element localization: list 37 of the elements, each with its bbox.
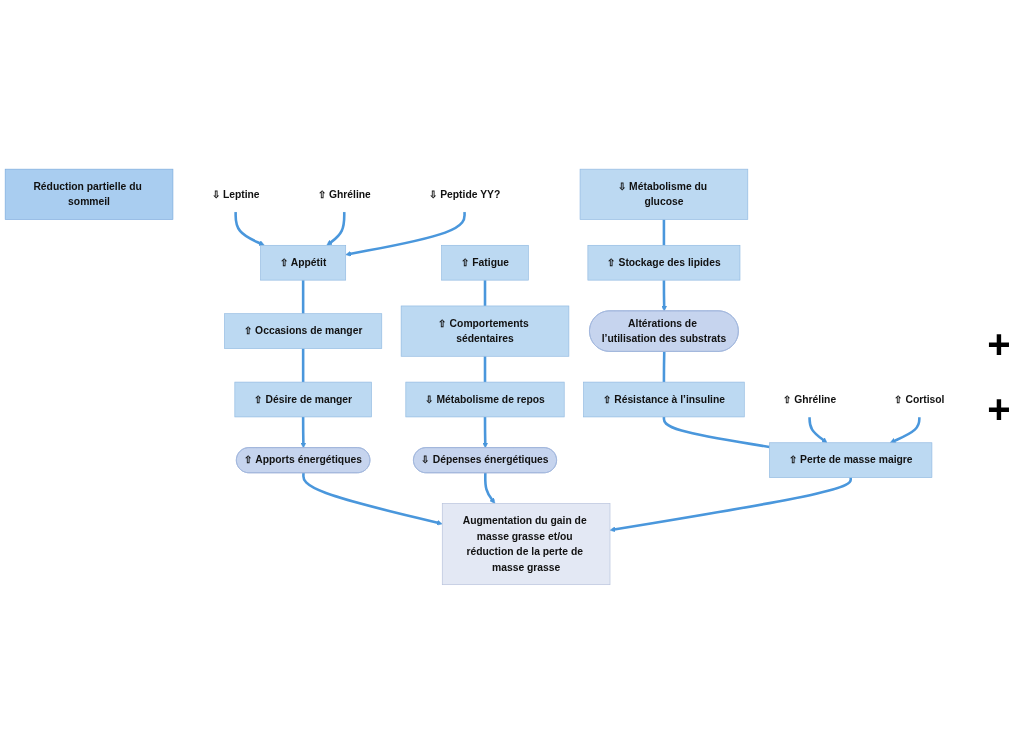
arrow: [345, 211, 466, 257]
node-box: ⇧ Comportements sédentaires: [400, 305, 570, 357]
node-text: ⇧ Cortisol: [894, 393, 945, 405]
arrow: [609, 477, 852, 533]
node-box: Réduction partielle du sommeil: [4, 168, 174, 220]
node-text: ⇩ Leptine: [211, 188, 260, 200]
node-box: ⇧ Stockage des lipides: [587, 245, 741, 281]
node-text: ⇧ Ghréline: [317, 188, 371, 200]
connector: [662, 219, 666, 246]
connector: [662, 351, 666, 383]
arrow: [661, 280, 667, 312]
node-box: ⇩ Métabolisme de repos: [405, 381, 565, 418]
arrow: [300, 417, 307, 449]
connector: [483, 280, 487, 306]
connector: [662, 417, 770, 449]
arrow: [302, 473, 443, 526]
arrow: [889, 417, 921, 444]
node-text: ⇩ Peptide YY?: [428, 188, 501, 200]
node-box: ⇧ Désire de manger: [234, 381, 372, 418]
arrow: [234, 211, 265, 246]
node-box: ⇧ Résistance à l’insuline: [583, 381, 745, 418]
arrow: [326, 211, 346, 246]
plus-sign: +: [987, 322, 1011, 367]
connector: [301, 348, 305, 383]
node-box: ⇧ Fatigue: [441, 245, 529, 281]
arrow: [808, 417, 828, 444]
plus-sign: +: [987, 387, 1011, 432]
connector: [301, 280, 305, 314]
arrow: [483, 473, 496, 504]
node-box: Augmentation du gain de masse grasse et/ou réduction de la perte de masse grasse: [441, 503, 611, 586]
node-box: ⇧ Perte de masse maigre: [769, 442, 933, 478]
connector: [483, 356, 487, 383]
node-text: ⇧ Ghréline: [783, 393, 837, 405]
arrow: [482, 417, 489, 449]
node-box: ⇧ Occasions de manger: [224, 313, 383, 349]
node-box: ⇩ Métabolisme du glucose: [579, 168, 749, 220]
node-box: ⇧ Appétit: [260, 245, 347, 281]
